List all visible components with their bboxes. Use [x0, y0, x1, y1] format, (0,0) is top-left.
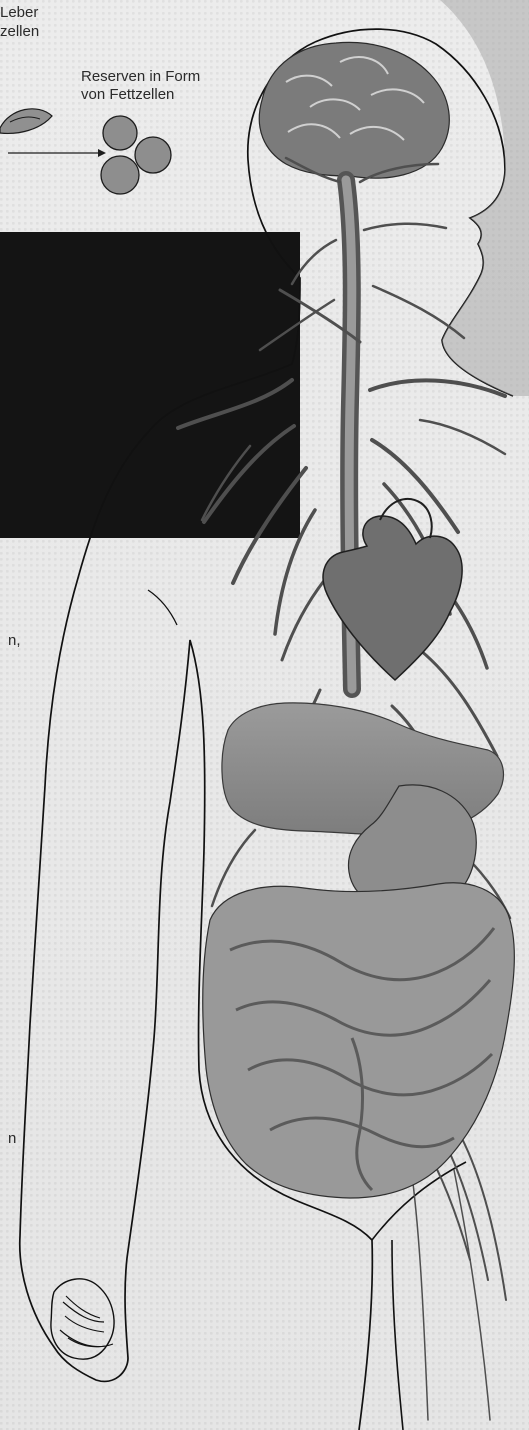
fat-cells-icon	[101, 116, 171, 194]
fat-label-line2: von Fettzellen	[81, 86, 174, 104]
hand	[51, 1279, 114, 1359]
fat-label-line1: Reserven in Form	[81, 68, 200, 86]
liver-label-line1: Leber	[0, 4, 38, 22]
arrow-icon	[8, 149, 106, 157]
text-fragment-2: n	[8, 1130, 16, 1148]
text-fragment-1: n,	[8, 632, 21, 650]
liver-cell-icon	[0, 109, 52, 134]
liver-label-line2: zellen	[0, 23, 39, 41]
